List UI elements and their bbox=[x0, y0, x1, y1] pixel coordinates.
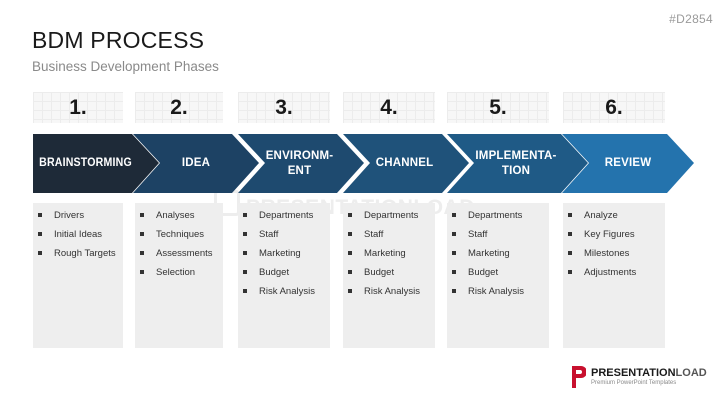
phase-items-6: Analyze Key Figures Milestones Adjustmen… bbox=[563, 203, 665, 348]
chevron-3 bbox=[238, 134, 364, 193]
chevron-6 bbox=[562, 134, 694, 193]
list-item: Risk Analysis bbox=[238, 282, 330, 301]
chevron-1 bbox=[33, 134, 159, 193]
phase-items-2: Analyses Techniques Assessments Selectio… bbox=[135, 203, 223, 348]
chevron-2 bbox=[133, 134, 259, 193]
presentationload-logo-icon bbox=[572, 366, 586, 388]
chevron-label-3: ENVIRONM- ENT bbox=[265, 149, 334, 177]
chevron-label-5: IMPLEMENTA- TION bbox=[475, 149, 557, 177]
list-item: Budget bbox=[238, 263, 330, 282]
list-item: Staff bbox=[343, 225, 435, 244]
phase-items-3: Departments Staff Marketing Budget Risk … bbox=[238, 203, 330, 348]
chevron-label-4: CHANNEL bbox=[375, 157, 434, 169]
list-item: Assessments bbox=[135, 244, 223, 263]
phase-number-6: 6. bbox=[563, 92, 665, 123]
list-item: Key Figures bbox=[563, 225, 665, 244]
page-subtitle: Business Development Phases bbox=[32, 59, 219, 74]
list-item: Milestones bbox=[563, 244, 665, 263]
list-item: Departments bbox=[447, 206, 549, 225]
list-item: Departments bbox=[238, 206, 330, 225]
list-item: Risk Analysis bbox=[447, 282, 549, 301]
phase-items-5: Departments Staff Marketing Budget Risk … bbox=[447, 203, 549, 348]
list-item: Staff bbox=[447, 225, 549, 244]
phase-number-3: 3. bbox=[238, 92, 330, 123]
phase-number-5: 5. bbox=[447, 92, 549, 123]
chevron-label-1: BRAINSTORMING bbox=[39, 157, 132, 169]
list-item: Analyze bbox=[563, 206, 665, 225]
logo-brand-bold: PRESENTATION bbox=[591, 367, 676, 379]
chevron-label-2: IDEA bbox=[181, 157, 211, 169]
list-item: Analyses bbox=[135, 206, 223, 225]
list-item: Marketing bbox=[447, 244, 549, 263]
slide-id: #D2854 bbox=[669, 12, 713, 26]
phase-number-4: 4. bbox=[343, 92, 435, 123]
list-item: Drivers bbox=[33, 206, 123, 225]
phase-number-2: 2. bbox=[135, 92, 223, 123]
phase-items-1: Drivers Initial Ideas Rough Targets bbox=[33, 203, 123, 348]
phase-number-1: 1. bbox=[33, 92, 123, 123]
phase-items-4: Departments Staff Marketing Budget Risk … bbox=[343, 203, 435, 348]
logo-brand-light: LOAD bbox=[675, 367, 707, 379]
page-title: BDM PROCESS bbox=[32, 27, 205, 53]
list-item: Adjustments bbox=[563, 263, 665, 282]
chevron-5 bbox=[447, 134, 588, 193]
brand-logo: PRESENTATIONLOAD Premium PowerPoint Temp… bbox=[570, 364, 707, 390]
list-item: Marketing bbox=[343, 244, 435, 263]
chevron-label-6: REVIEW bbox=[604, 157, 652, 169]
logo-tagline: Premium PowerPoint Templates bbox=[591, 380, 677, 386]
list-item: Initial Ideas bbox=[33, 225, 123, 244]
list-item: Departments bbox=[343, 206, 435, 225]
list-item: Budget bbox=[447, 263, 549, 282]
list-item: Marketing bbox=[238, 244, 330, 263]
list-item: Risk Analysis bbox=[343, 282, 435, 301]
list-item: Rough Targets bbox=[33, 244, 123, 263]
list-item: Budget bbox=[343, 263, 435, 282]
chevron-4 bbox=[343, 134, 469, 193]
list-item: Staff bbox=[238, 225, 330, 244]
list-item: Techniques bbox=[135, 225, 223, 244]
list-item: Selection bbox=[135, 263, 223, 282]
